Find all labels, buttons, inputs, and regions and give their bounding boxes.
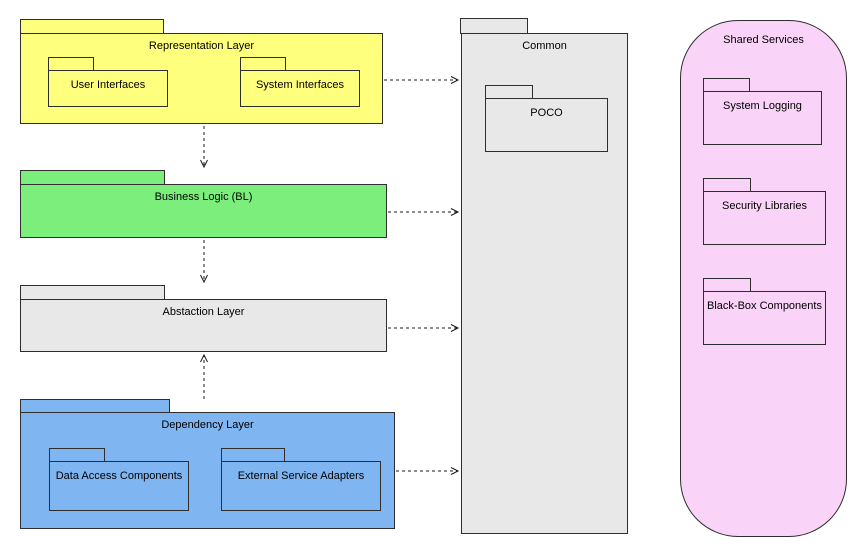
package-tab [20, 285, 165, 300]
package-title: Dependency Layer [161, 419, 254, 431]
package-tab [460, 18, 528, 34]
package-system-interfaces[interactable]: System Interfaces [240, 70, 360, 107]
package-body: Business Logic (BL) [20, 184, 387, 238]
package-tab [20, 19, 164, 34]
package-title: Abstaction Layer [162, 306, 245, 318]
package-poco[interactable]: POCO [485, 98, 608, 152]
package-title: Data Access Components [55, 470, 183, 482]
group-title: Shared Services [723, 34, 804, 46]
package-title: Security Libraries [722, 200, 807, 212]
package-tab [703, 78, 750, 92]
package-tab [240, 57, 286, 71]
package-data-access-components[interactable]: Data Access Components [49, 461, 189, 511]
package-external-service-adapters[interactable]: External Service Adapters [221, 461, 381, 511]
package-tab [221, 448, 285, 462]
package-title: External Service Adapters [237, 470, 365, 482]
package-black-box-components[interactable]: Black-Box Components [703, 291, 826, 345]
package-tab [49, 448, 105, 462]
package-title: Black-Box Components [707, 300, 822, 312]
package-system-logging[interactable]: System Logging [703, 91, 822, 145]
package-title: System Interfaces [255, 79, 345, 91]
package-title: Representation Layer [148, 40, 255, 52]
package-tab [703, 178, 751, 192]
package-tab [703, 278, 751, 292]
package-tab [20, 170, 165, 185]
package-tab [48, 57, 94, 71]
package-title: User Interfaces [70, 79, 146, 91]
package-tab [485, 85, 533, 99]
package-title: Common [522, 40, 567, 52]
package-title: System Logging [723, 100, 802, 112]
package-user-interfaces[interactable]: User Interfaces [48, 70, 168, 107]
package-title: POCO [530, 107, 563, 119]
package-security-libraries[interactable]: Security Libraries [703, 191, 826, 245]
package-title: Business Logic (BL) [154, 191, 253, 203]
package-tab [20, 399, 170, 413]
package-body: Abstaction Layer [20, 299, 387, 352]
